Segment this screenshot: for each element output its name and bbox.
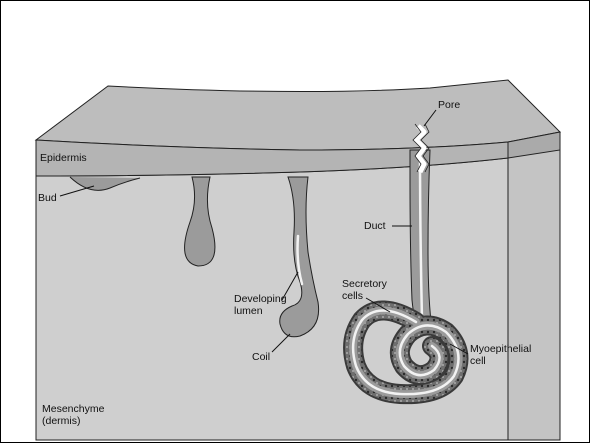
block-right-face [508, 110, 560, 440]
label-pore: Pore [438, 99, 460, 111]
label-mesenchyme-1: Mesenchyme [42, 403, 105, 415]
label-developing-2: lumen [234, 305, 263, 317]
label-secretory-1: Secretory [342, 278, 388, 290]
label-mesenchyme-2: (dermis) [42, 415, 81, 427]
label-developing-1: Developing [234, 293, 287, 305]
label-secretory-2: cells [342, 290, 363, 302]
label-myoepithelial-1: Myoepithelial [470, 343, 531, 355]
label-duct: Duct [364, 220, 386, 232]
label-epidermis: Epidermis [40, 152, 87, 164]
skin-top-surface [36, 80, 560, 150]
label-bud: Bud [38, 192, 57, 204]
label-coil: Coil [252, 351, 270, 363]
label-myoepithelial-2: cell [470, 355, 486, 367]
